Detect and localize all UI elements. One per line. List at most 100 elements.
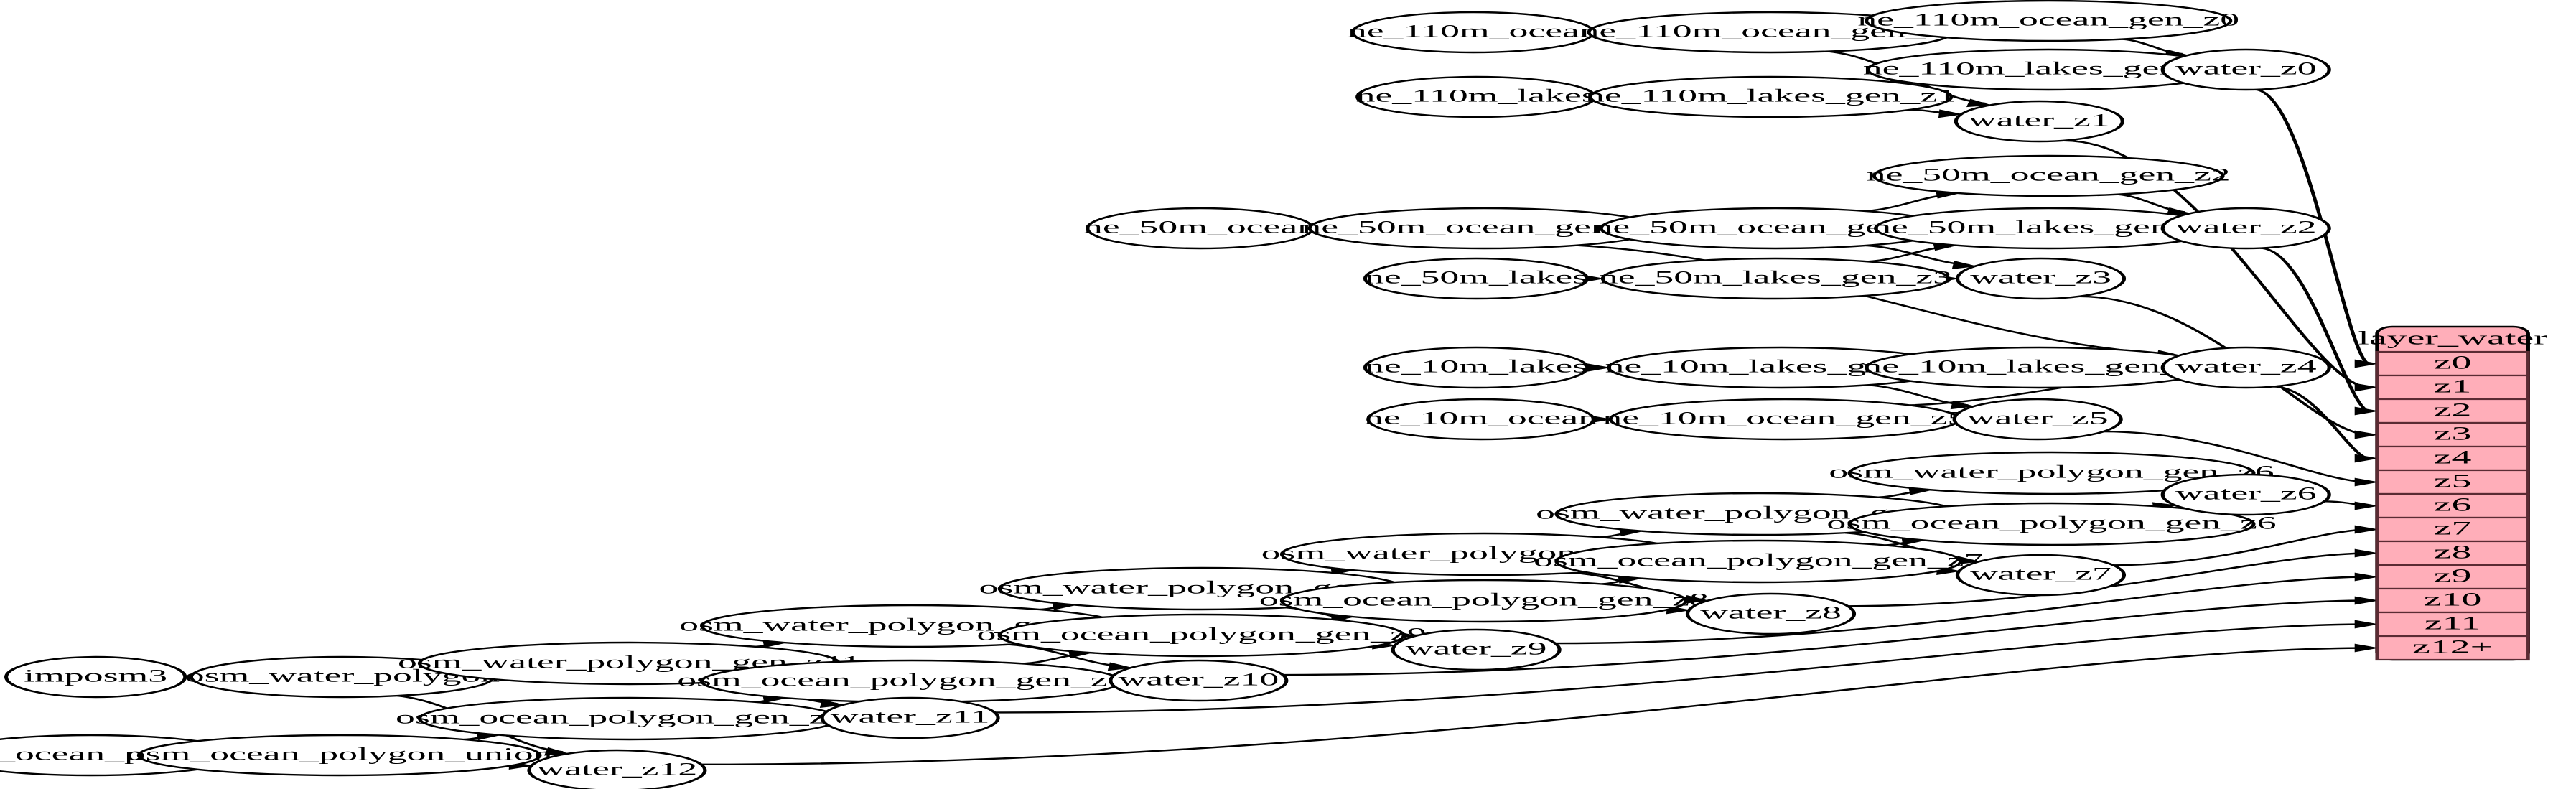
node-label-ne_50m_lakes: ne_50m_lakes — [1365, 268, 1587, 287]
node-label-osm_ocean_polygon_gen_z8: osm_ocean_polygon_gen_z8 — [1259, 590, 1709, 610]
edge-arrowhead — [1107, 662, 1134, 671]
record-row-label-z1: z1 — [2434, 376, 2472, 397]
node-label-water_z9: water_z9 — [1406, 639, 1547, 658]
node-osm_ocean_polygon_gen_z8[interactable]: osm_ocean_polygon_gen_z8 — [1259, 579, 1709, 623]
record-row-label-z0: z0 — [2434, 353, 2472, 373]
edge-arrowhead — [1951, 261, 1978, 269]
layer-water-record-node[interactable]: z0z1z2z3z4z5z6z7z8z9z10z11z12+layer_wate… — [2358, 325, 2547, 661]
node-osm_ocean_polygon_union[interactable]: osm_ocean_polygon_union — [126, 734, 553, 777]
record-row-z10[interactable] — [2375, 587, 2530, 614]
node-ne_50m_lakes_gen_z3[interactable]: ne_50m_lakes_gen_z3 — [1599, 257, 1952, 300]
record-row-label-z7: z7 — [2434, 518, 2472, 539]
edge-arrowhead — [2354, 383, 2379, 392]
node-ne_10m_ocean_gen_z5[interactable]: ne_10m_ocean_gen_z5 — [1602, 398, 1966, 441]
node-water_z1[interactable]: water_z1 — [1954, 100, 2124, 143]
node-shape-water_z12 — [527, 749, 707, 789]
node-imposm3[interactable]: imposm3 — [4, 655, 187, 699]
record-row-label-z5: z5 — [2434, 471, 2472, 492]
node-shape-water_z2 — [2160, 207, 2331, 250]
node-water_z3[interactable]: water_z3 — [1955, 257, 2127, 300]
node-water_z5[interactable]: water_z5 — [1952, 398, 2123, 441]
edge-water_z2-to-record-z2 — [2259, 247, 2371, 412]
edge-arrowhead — [2354, 430, 2379, 439]
nodes-layer: imposm3osm_water_polygonosm_ocean_polygo… — [0, 0, 2331, 789]
record-row-z6[interactable] — [2375, 492, 2530, 519]
record-row-z12+[interactable] — [2375, 635, 2530, 661]
node-osm_ocean_polygon_gen_z11[interactable]: osm_ocean_polygon_gen_z11 — [396, 696, 863, 741]
node-water_z9[interactable]: water_z9 — [1391, 628, 1562, 671]
node-label-water_z5: water_z5 — [1967, 408, 2109, 428]
node-ne_50m_ocean_gen_z2[interactable]: ne_50m_ocean_gen_z2 — [1867, 154, 2231, 197]
record-row-label-z11: z11 — [2425, 613, 2481, 634]
node-water_z4[interactable]: water_z4 — [2160, 346, 2331, 389]
edge-arrowhead — [2354, 643, 2379, 653]
node-label-osm_ocean_polygon_gen_z7: osm_ocean_polygon_gen_z7 — [1534, 551, 1983, 570]
node-osm_ocean_polygon_gen_z9[interactable]: osm_ocean_polygon_gen_z9 — [977, 613, 1427, 658]
node-shape-ne_10m_lakes — [1363, 346, 1590, 389]
node-shape-osm_ocean_polygon_gen_z6 — [1847, 502, 2256, 546]
edge-arrowhead — [1938, 109, 1964, 118]
node-ne_110m_lakes[interactable]: ne_110m_lakes — [1355, 75, 1597, 118]
node-label-ne_110m_ocean_gen_z0: ne_110m_ocean_gen_z0 — [1857, 10, 2239, 29]
record-row-label-z4: z4 — [2434, 447, 2472, 468]
node-shape-osm_ocean_polygon_union — [136, 734, 542, 777]
node-ne_10m_lakes_gen_z4[interactable]: ne_10m_lakes_gen_z4 — [1862, 346, 2216, 389]
record-row-z7[interactable] — [2375, 516, 2530, 543]
node-label-water_z6: water_z6 — [2175, 484, 2317, 503]
node-water_z12[interactable]: water_z12 — [527, 749, 707, 789]
node-shape-ne_50m_lakes — [1363, 257, 1590, 300]
node-water_z0[interactable]: water_z0 — [2160, 48, 2331, 91]
node-water_z11[interactable]: water_z11 — [820, 696, 1000, 739]
node-osm_water_polygon[interactable]: osm_water_polygon — [185, 655, 500, 699]
node-shape-water_z8 — [1685, 592, 1857, 635]
node-shape-water_z1 — [1954, 100, 2124, 143]
node-water_z8[interactable]: water_z8 — [1685, 592, 1857, 635]
record-row-label-z10: z10 — [2424, 589, 2482, 610]
edge-water_z12-to-record-z12+ — [701, 647, 2370, 766]
node-osm_ocean_polygon_gen_z7[interactable]: osm_ocean_polygon_gen_z7 — [1534, 539, 1983, 584]
node-shape-water_z11 — [820, 696, 1000, 739]
node-label-water_z7: water_z7 — [1970, 564, 2111, 584]
edge-arrowhead — [2354, 548, 2379, 558]
node-water_z7[interactable]: water_z7 — [1955, 554, 2127, 597]
node-shape-osm_ocean_polygon_gen_z8 — [1279, 579, 1688, 623]
node-water_z6[interactable]: water_z6 — [2160, 473, 2331, 516]
node-label-osm_ocean_polygon_gen_z6: osm_ocean_polygon_gen_z6 — [1826, 513, 2276, 533]
record-row-z1[interactable] — [2375, 374, 2530, 401]
node-ne_50m_ocean[interactable]: ne_50m_ocean — [1083, 207, 1317, 250]
node-ne_10m_lakes[interactable]: ne_10m_lakes — [1363, 346, 1590, 389]
node-ne_10m_ocean[interactable]: ne_10m_ocean — [1364, 398, 1597, 441]
node-label-imposm3: imposm3 — [24, 666, 167, 686]
record-row-z3[interactable] — [2375, 421, 2530, 448]
record-row-z9[interactable] — [2375, 564, 2530, 590]
node-shape-osm_ocean_polygon_gen_z7 — [1554, 539, 1963, 584]
node-shape-osm_ocean_polygon_gen_z9 — [997, 613, 1406, 658]
node-shape-water_z3 — [1955, 257, 2127, 300]
node-ne_110m_ocean_gen_z0[interactable]: ne_110m_ocean_gen_z0 — [1857, 0, 2239, 42]
record-row-label-z6: z6 — [2434, 495, 2472, 515]
node-shape-water_z5 — [1952, 398, 2123, 441]
record-row-z11[interactable] — [2375, 611, 2530, 638]
node-ne_50m_lakes[interactable]: ne_50m_lakes — [1363, 257, 1590, 300]
node-label-water_z4: water_z4 — [2175, 357, 2317, 376]
node-ne_110m_lakes_gen_z1[interactable]: ne_110m_lakes_gen_z1 — [1585, 75, 1956, 118]
edge-water_z9-to-record-z9 — [1555, 576, 2370, 645]
node-label-ne_10m_lakes_gen_z4: ne_10m_lakes_gen_z4 — [1862, 357, 2216, 376]
node-water_z10[interactable]: water_z10 — [1109, 659, 1289, 702]
node-water_z2[interactable]: water_z2 — [2160, 207, 2331, 250]
node-label-ne_110m_lakes: ne_110m_lakes — [1356, 86, 1597, 106]
node-shape-water_z10 — [1109, 659, 1289, 702]
node-osm_ocean_polygon_gen_z6[interactable]: osm_ocean_polygon_gen_z6 — [1826, 502, 2277, 546]
node-label-osm_ocean_polygon_union: osm_ocean_polygon_union — [126, 744, 553, 764]
record-title: layer_water — [2358, 328, 2547, 349]
edge-water_z5-to-record-z5 — [2104, 430, 2370, 483]
node-label-osm_ocean_polygon_gen_z10: osm_ocean_polygon_gen_z10 — [677, 671, 1146, 690]
record-row-z0[interactable] — [2375, 350, 2530, 377]
node-ne_110m_ocean[interactable]: ne_110m_ocean — [1348, 11, 1599, 54]
edge-ne_50m_ocean_gen_z4-to-water_z4 — [1577, 244, 2175, 355]
edge-water_z11-to-record-z11 — [994, 623, 2370, 714]
node-shape-ne_50m_lakes_gen_z3 — [1600, 257, 1951, 300]
node-label-ne_110m_lakes_gen_z1: ne_110m_lakes_gen_z1 — [1585, 86, 1956, 106]
